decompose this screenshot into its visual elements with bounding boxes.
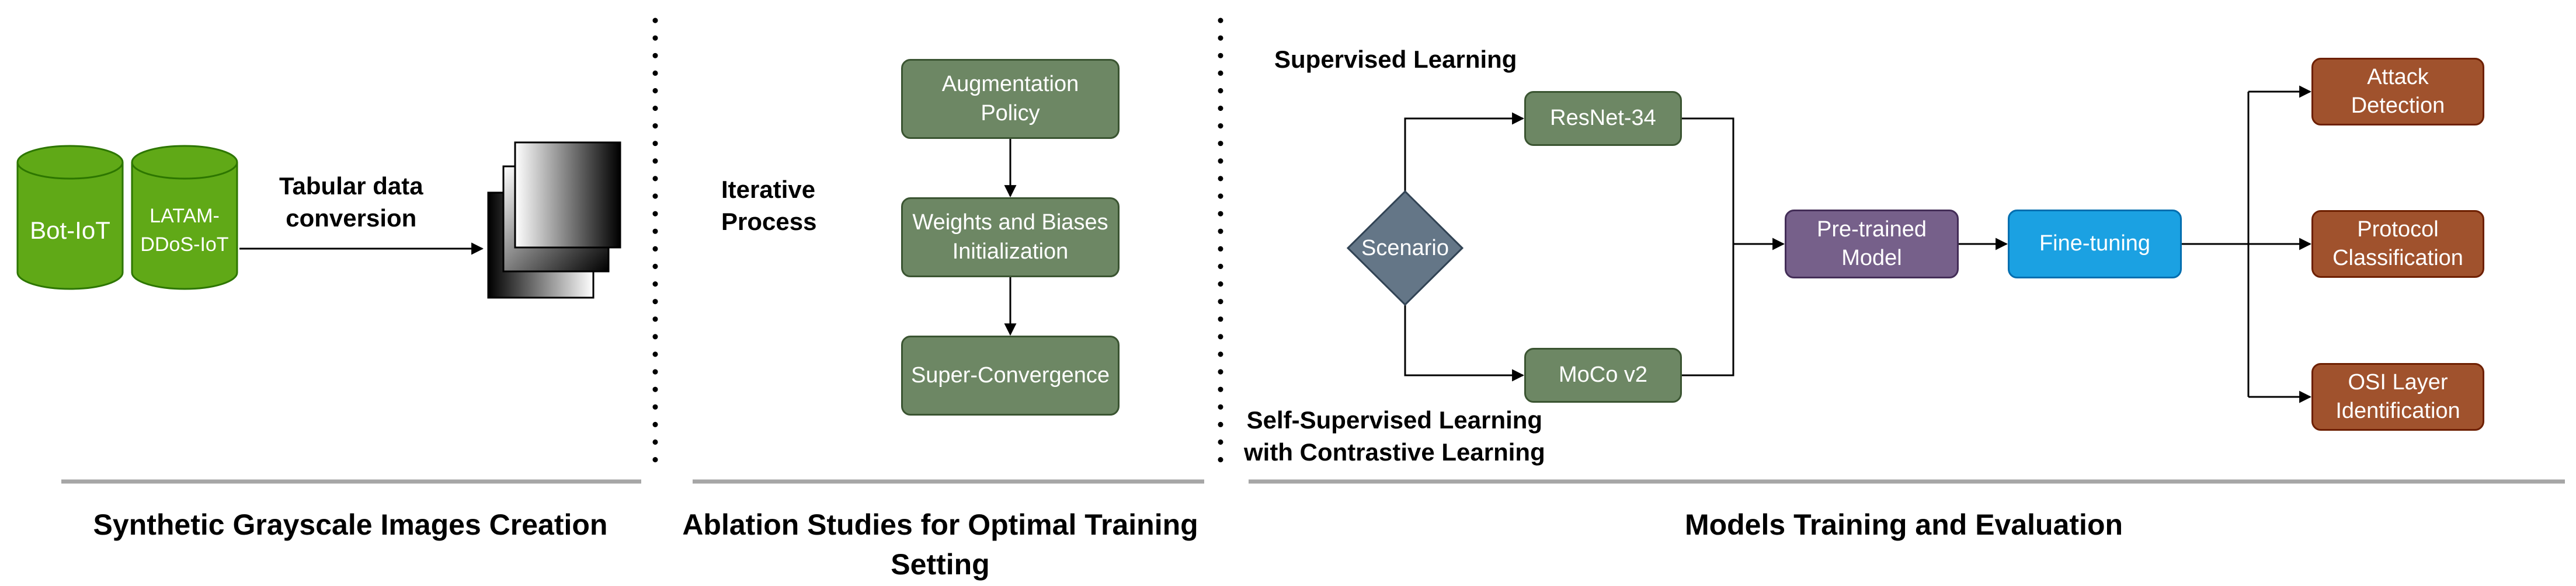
scenario-decision-diamond xyxy=(1346,190,1464,306)
iterative-process-label: Iterative Process xyxy=(721,176,817,235)
pretrained-model-box: Pre-trained Model xyxy=(1785,210,1959,278)
latam-ddos-iot-label: LATAM- DDoS-IoT xyxy=(140,204,229,256)
osi-layer-identification-box: OSI Layer Identification xyxy=(2311,363,2484,431)
section2-title: Ablation Studies for Optimal Training Se… xyxy=(682,508,1198,581)
supervised-learning-label: Supervised Learning xyxy=(1274,46,1517,73)
arrow-scenario-to-moco xyxy=(1404,305,1525,382)
augmentation-policy-box: Augmentation Policy xyxy=(901,59,1120,139)
line-moco-merge xyxy=(1682,244,1734,376)
moco-v2-box: MoCo v2 xyxy=(1524,348,1682,403)
bot-iot-label: Bot-IoT xyxy=(30,217,110,244)
scenario-label: Scenario xyxy=(1361,235,1449,260)
protocol-classification-box: Protocol Classification xyxy=(2311,210,2484,278)
conversion-label: Tabular data conversion xyxy=(279,172,423,232)
resnet-34-box: ResNet-34 xyxy=(1524,91,1682,146)
fine-tuning-box: Fine-tuning xyxy=(2008,210,2182,278)
weights-biases-init-box: Weights and Biases Initialization xyxy=(901,197,1120,277)
grayscale-images-stack-icon xyxy=(487,141,621,299)
line-resnet-merge xyxy=(1682,117,1734,244)
bot-iot-database-icon xyxy=(16,145,124,290)
self-supervised-label: Self-Supervised Learning with Contrastiv… xyxy=(1244,406,1545,466)
super-convergence-box: Super-Convergence xyxy=(901,336,1120,416)
arrow-scenario-to-resnet xyxy=(1404,112,1525,191)
latam-ddos-iot-database-icon xyxy=(131,145,238,290)
attack-detection-box: Attack Detection xyxy=(2311,58,2484,125)
section1-title: Synthetic Grayscale Images Creation xyxy=(93,508,608,541)
section3-title: Models Training and Evaluation xyxy=(1684,508,2123,541)
